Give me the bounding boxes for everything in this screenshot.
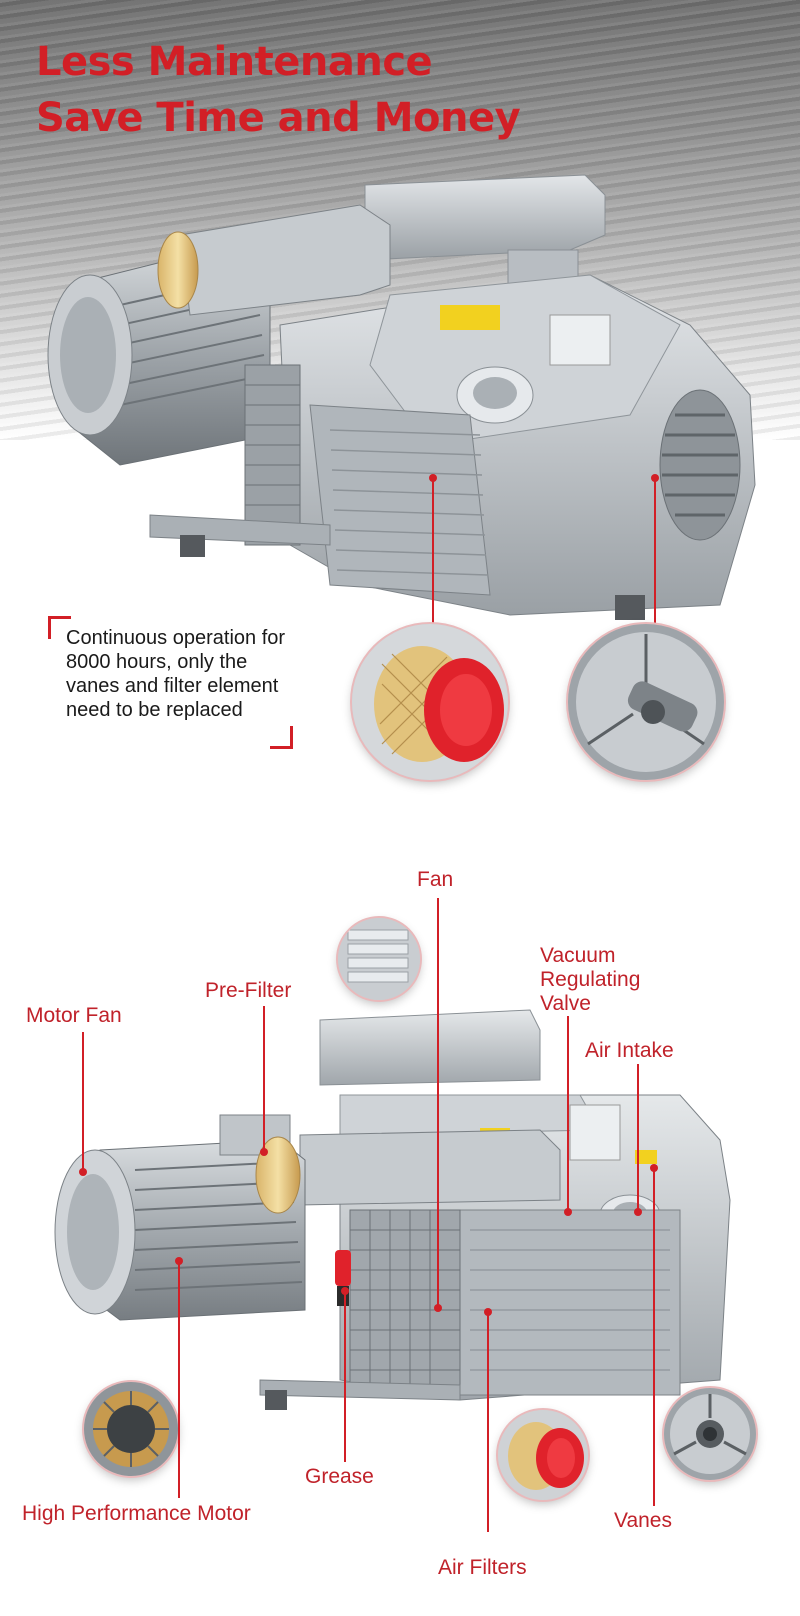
leader-vanes — [653, 1168, 655, 1506]
label-vanes: Vanes — [614, 1509, 672, 1532]
air-filter-closeup — [498, 1410, 588, 1500]
pump-image-components — [54, 1009, 731, 1410]
vanes-closeup — [568, 624, 724, 780]
dot-high-performance-motor — [175, 1257, 183, 1265]
headline-line-2: Save Time and Money — [36, 95, 521, 141]
dot-motor-fan — [79, 1168, 87, 1176]
pump-image-top — [47, 174, 756, 620]
label-vacuum-regulating-valve-line1: Vacuum — [540, 944, 616, 967]
leader-fan — [437, 898, 439, 1308]
leader-motor-fan — [82, 1032, 84, 1172]
dot-grease — [341, 1287, 349, 1295]
dot-pre-filter — [260, 1148, 268, 1156]
label-pre-filter: Pre-Filter — [205, 979, 292, 1002]
label-motor-fan: Motor Fan — [26, 1004, 122, 1027]
leader-air-filters — [487, 1312, 489, 1532]
dot-air-filters — [484, 1308, 492, 1316]
dot-vanes — [650, 1164, 658, 1172]
leader-vacuum-valve — [567, 1016, 569, 1212]
label-air-intake: Air Intake — [585, 1039, 674, 1062]
maintenance-callout-text: Continuous operation for 8000 hours, onl… — [66, 627, 286, 721]
fan-closeup — [338, 918, 420, 1000]
callout-leader-filter — [432, 478, 434, 626]
label-high-performance-motor: High Performance Motor — [22, 1502, 251, 1525]
motor-stator-closeup — [84, 1382, 178, 1476]
leader-pre-filter — [263, 1006, 265, 1151]
callout-bracket-bottom-right — [270, 726, 293, 749]
dot-fan — [434, 1304, 442, 1312]
leader-air-intake — [637, 1064, 639, 1212]
headline-line-1: Less Maintenance — [36, 39, 433, 85]
label-vacuum-regulating-valve-line3: Valve — [540, 992, 591, 1015]
vanes-closeup-bottom — [664, 1388, 756, 1480]
filter-element-closeup — [352, 624, 508, 780]
leader-grease — [344, 1290, 346, 1462]
leader-high-performance-motor — [178, 1260, 180, 1498]
callout-leader-vanes — [654, 478, 656, 626]
dot-vacuum-valve — [564, 1208, 572, 1216]
label-grease: Grease — [305, 1465, 374, 1488]
dot-air-intake — [634, 1208, 642, 1216]
callout-bracket-top-left — [48, 616, 71, 639]
label-vacuum-regulating-valve-line2: Regulating — [540, 968, 641, 991]
label-fan: Fan — [417, 868, 454, 891]
label-air-filters: Air Filters — [438, 1556, 527, 1579]
